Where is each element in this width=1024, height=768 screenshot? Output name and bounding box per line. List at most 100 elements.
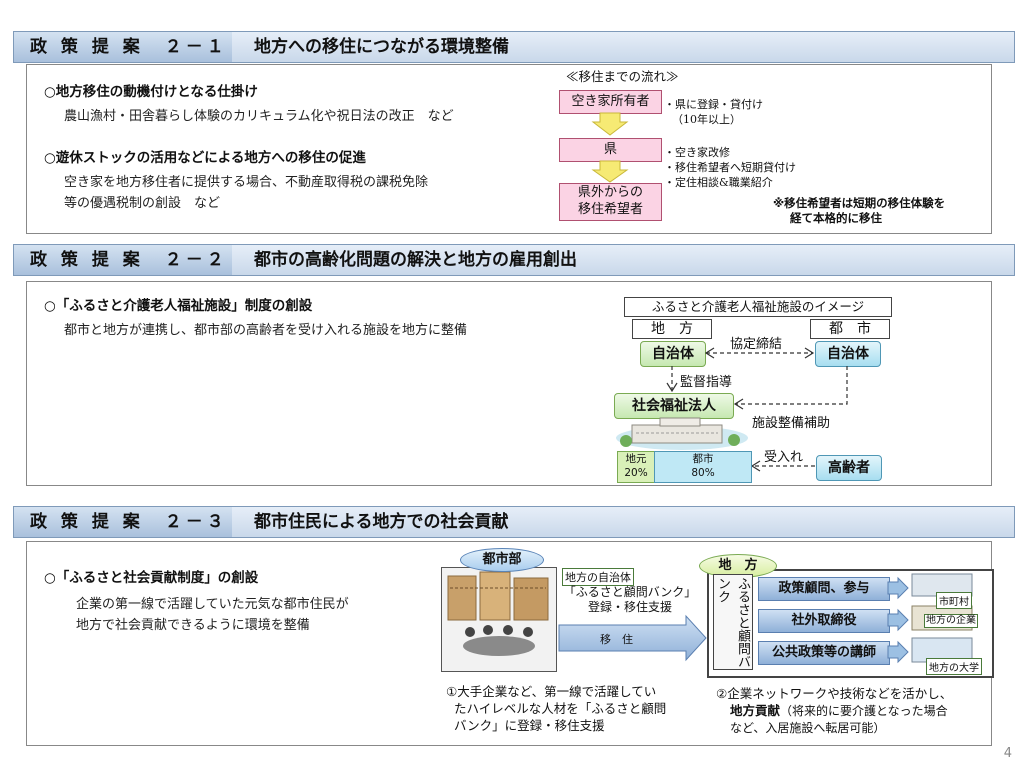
dest-municipality: 市町村: [936, 592, 972, 609]
furusato-bank-vertical: ふるさと顧問バンク: [713, 574, 753, 670]
role-lecturer: 公共政策等の講師: [758, 641, 890, 665]
section-header-2-1: 政 策 提 案 ２－１ 地方への移住につながる環境整備: [13, 31, 1015, 63]
flow-note-2c: ・定住相談&職業紹介: [664, 176, 773, 189]
care-ratio-local-pct: 20%: [624, 467, 648, 479]
care-ratio-city: 都市 80%: [654, 451, 752, 483]
care-accept-label: 受入れ: [764, 450, 804, 465]
body-contribution-line2: 地方で社会貢献できるように環境を整備: [76, 618, 310, 633]
city-office-illustration: [441, 567, 557, 672]
flow-remark-1: ※移住希望者は短期の移住体験を: [773, 196, 946, 210]
care-ratio-city-pct: 80%: [691, 467, 715, 479]
facility-illustration: [616, 417, 748, 450]
section-header-2-3: 政 策 提 案 ２－３ 都市住民による地方での社会貢献: [13, 506, 1015, 538]
care-label-city: 都 市: [810, 319, 890, 339]
body-idle-stock-line1: 空き家を地方移住者に提供する場合、不動産取得税の課税免除: [64, 175, 429, 190]
care-welfare-corporation: 社会福祉法人: [614, 393, 734, 419]
care-label-local: 地 方: [632, 319, 712, 339]
heading-contribution: ○「ふるさと社会貢献制度」の創設: [44, 570, 259, 586]
flow-box-prefecture: 県: [559, 138, 662, 162]
role-arrow-3: [887, 640, 909, 664]
meeting-table: [463, 636, 535, 656]
flow-note-1b: （10年以上）: [672, 113, 741, 126]
body-contribution-line1: 企業の第一線で活躍していた元気な都市住民が: [76, 597, 349, 612]
bank-registration-line2: 登録・移住支援: [587, 600, 672, 614]
role-arrow-2: [887, 608, 909, 632]
care-diagram-title: ふるさと介護老人福祉施設のイメージ: [624, 297, 892, 317]
caption-step2-emph: 地方貢献: [730, 703, 781, 718]
local-government-label: 地方の自治体: [562, 568, 634, 586]
care-agreement-label: 協定締結: [730, 337, 783, 352]
flow-box-owner: 空き家所有者: [559, 90, 662, 114]
section-tag: 政 策 提 案 ２－２: [14, 245, 232, 275]
care-elderly: 高齢者: [816, 455, 882, 481]
caption-step2: ②企業ネットワークや技術などを活かし、 地方貢献（将来的に要介護となった場合 な…: [716, 685, 952, 737]
move-label: 移 住: [600, 633, 633, 646]
page-number: 4: [1003, 746, 1012, 761]
care-ratio-local: 地元 20%: [617, 451, 655, 483]
care-ratio-local-label: 地元: [625, 453, 647, 465]
caption-step2-line3: など、入居施設へ転居可能）: [730, 721, 886, 735]
care-supervision-label: 監督指導: [680, 375, 733, 390]
dest-local-company: 地方の企業: [924, 614, 978, 628]
body-idle-stock-line2: 等の優遇税制の創設 など: [64, 196, 221, 211]
facility-tree-1: [620, 435, 632, 447]
section-title: 都市の高齢化問題の解決と地方の雇用創出: [254, 250, 577, 270]
care-city-government: 自治体: [815, 341, 881, 367]
section-panel-2-1: [26, 64, 992, 234]
section-title: 地方への移住につながる環境整備: [254, 37, 509, 57]
facility-building-wing: [659, 417, 701, 427]
body-migration-motivation: 農山漁村・田舎暮らし体験のカリキュラム化や祝日法の改正 など: [64, 109, 454, 124]
body-care-facility: 都市と地方が連携し、都市部の高齢者を受け入れる施設を地方に整備: [64, 323, 468, 338]
flow-note-1a: ・県に登録・貸付け: [664, 98, 763, 111]
care-subsidy-line: [735, 366, 848, 405]
bank-registration: 「ふるさと顧問バンク」 登録・移住支援: [560, 585, 700, 615]
care-subsidy-label: 施設整備補助: [752, 416, 831, 431]
person-3: [503, 625, 513, 635]
facility-tree-2: [728, 434, 740, 446]
person-1: [465, 627, 475, 637]
care-supervision-arrowhead: [666, 382, 678, 393]
caption-step1-line2: たハイレベルな人材を「ふるさと顧問: [454, 701, 667, 716]
section-panel-2-2: [26, 281, 992, 486]
move-arrow-shape: [558, 614, 707, 662]
office-building-2: [479, 571, 511, 621]
care-local-government: 自治体: [640, 341, 706, 367]
caption-step1: ①大手企業など、第一線で活躍してい たハイレベルな人材を「ふるさと顧問 バンク」…: [446, 683, 666, 734]
care-subsidy-arrowhead: [733, 398, 744, 410]
flow-arrow-down-2: [591, 160, 629, 183]
region-city: 都市部: [460, 548, 544, 572]
dest-local-university: 地方の大学: [926, 658, 982, 675]
heading-migration-motivation: ○地方移住の動機付けとなる仕掛け: [44, 84, 258, 100]
care-agreement-arrowhead-right: [804, 347, 815, 359]
flow-box-applicant-line1: 県外からの: [577, 185, 643, 200]
flow-box-applicant-line2: 移住希望者: [577, 202, 643, 217]
role-policy-advisor: 政策顧問、参与: [758, 577, 890, 601]
section-tag: 政 策 提 案 ２－１: [14, 32, 232, 62]
flow-note-2a: ・空き家改修: [664, 146, 730, 159]
care-agreement-arrowhead-left: [704, 347, 715, 359]
flow-arrow-down-1: [591, 112, 629, 136]
section-title: 都市住民による地方での社会貢献: [254, 512, 509, 532]
office-building-1: [447, 575, 477, 621]
bank-registration-line1: 「ふるさと顧問バンク」: [563, 585, 697, 599]
flow-title: ≪移住までの流れ≫: [566, 69, 679, 84]
person-2: [483, 625, 493, 635]
caption-step1-line1: ①大手企業など、第一線で活躍してい: [446, 684, 657, 699]
caption-step1-line3: バンク」に登録・移住支援: [454, 718, 605, 733]
section-header-2-2: 政 策 提 案 ２－２ 都市の高齢化問題の解決と地方の雇用創出: [13, 244, 1015, 276]
role-arrow-1: [887, 576, 909, 600]
office-building-3: [513, 577, 549, 621]
person-4: [523, 627, 533, 637]
city-office-svg: [447, 571, 549, 656]
heading-idle-stock: ○遊休ストックの活用などによる地方への移住の促進: [44, 150, 366, 166]
caption-step2-note: （将来的に要介護となった場合: [780, 704, 948, 718]
section-tag: 政 策 提 案 ２－３: [14, 507, 232, 537]
caption-step2-line1: ②企業ネットワークや技術などを活かし、: [716, 686, 953, 701]
flow-box-applicant: 県外からの 移住希望者: [559, 183, 662, 221]
flow-note-2b: ・移住希望者へ短期貸付け: [664, 161, 796, 174]
heading-care-facility: ○「ふるさと介護老人福祉施設」制度の創設: [44, 298, 313, 314]
